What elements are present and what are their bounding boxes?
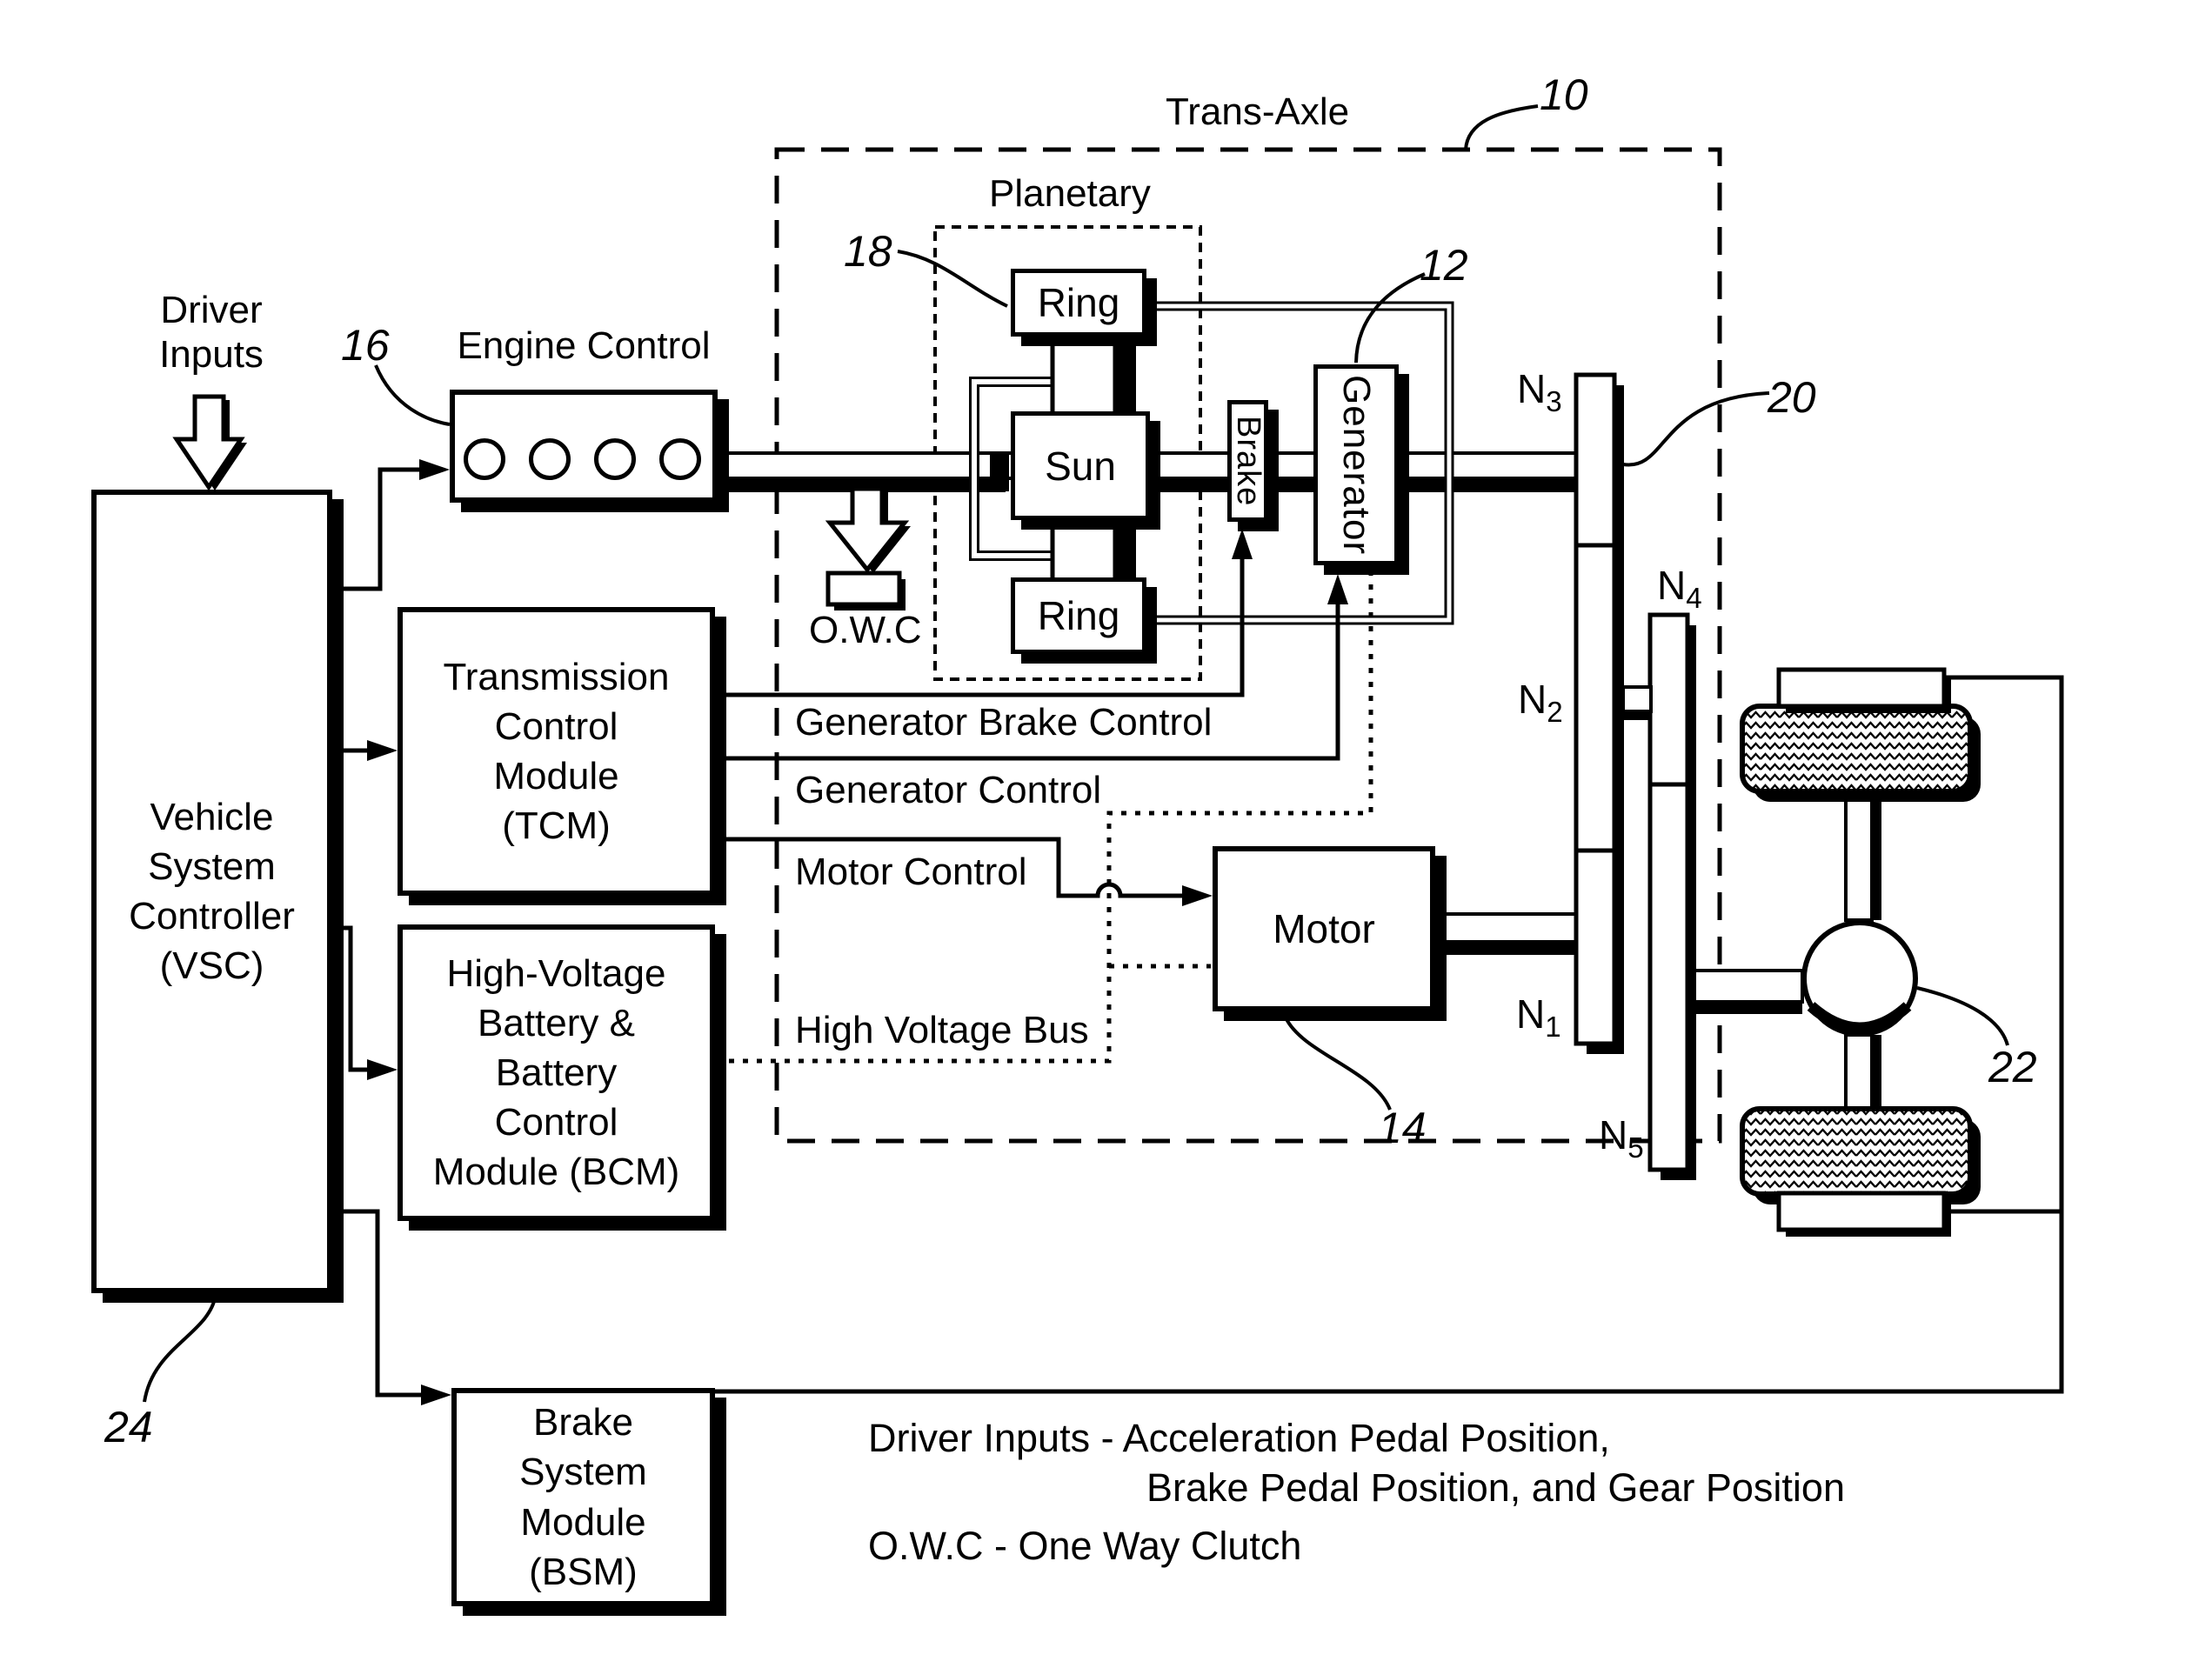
high-voltage-bus-label: High Voltage Bus (795, 1009, 1089, 1051)
engine-cylinder-icon (594, 438, 636, 480)
generator-brake-control-label: Generator Brake Control (795, 701, 1213, 744)
ref-24: 24 (104, 1403, 153, 1451)
axle-to-differential (1693, 969, 1804, 1014)
ring-gear-bottom-box: Ring (1011, 577, 1146, 654)
sun-ring-connector-bottom (1050, 514, 1136, 584)
vsc-box: Vehicle System Controller (VSC) (91, 490, 332, 1293)
ring-gear-loop-core (1146, 304, 1452, 623)
footnote-owc: O.W.C - One Way Clutch (868, 1524, 1302, 1568)
driver-inputs-line1: Driver (160, 289, 263, 331)
front-wheel (1740, 704, 1981, 802)
engine-shaft (710, 451, 1580, 492)
sun-gear-box: Sun (1011, 411, 1150, 520)
front-wheel-rim (1776, 667, 1951, 713)
arrow-into-engine (419, 459, 450, 480)
rear-wheel-rim (1776, 1191, 1951, 1237)
ref-10: 10 (1540, 70, 1588, 119)
engine-cylinder-icon (464, 438, 505, 480)
generator-box: Generator (1313, 364, 1399, 565)
generator-control-label: Generator Control (795, 769, 1102, 811)
vsc-line: Vehicle (150, 795, 274, 838)
bcm-box: High-Voltage Battery & Battery Control M… (398, 924, 715, 1221)
bcm-line: Module (BCM) (432, 1151, 680, 1194)
tcm-line: Transmission (443, 655, 670, 698)
tcm-line: Module (493, 755, 619, 797)
ref-16: 16 (341, 321, 390, 370)
planetary-label: Planetary (989, 172, 1151, 215)
driver-inputs-arrow-icon (172, 394, 247, 491)
motor-box: Motor (1213, 846, 1435, 1011)
tcm-line: (TCM) (502, 804, 611, 848)
arrow-into-generator (1327, 574, 1348, 604)
vsc-line: Controller (129, 895, 295, 937)
ref-14: 14 (1378, 1104, 1427, 1152)
bcm-line: Battery (495, 1051, 618, 1094)
bsm-line: Module (520, 1500, 646, 1544)
bsm-line: Brake (533, 1401, 633, 1444)
owc-box-shape (825, 570, 906, 610)
motor-control-line (715, 837, 1184, 898)
generator-control-line (715, 603, 1340, 761)
ref-12: 12 (1420, 241, 1468, 290)
rear-wheel (1740, 1106, 1981, 1204)
planet-carrier-bracket-core (972, 379, 1053, 558)
ref-18: 18 (844, 227, 892, 276)
gear-bar-secondary (1647, 612, 1696, 1180)
arrow-into-motor (1182, 885, 1213, 906)
brake-system-frame-line (715, 675, 2064, 1394)
trans-axle-label: Trans-Axle (1166, 90, 1350, 133)
gear-label-n1: N1 (1516, 991, 1561, 1044)
owc-arrow-icon (825, 486, 911, 574)
driver-inputs-line2: Inputs (159, 332, 264, 376)
brake-box: Brake (1227, 400, 1268, 522)
engine-control-label: Engine Control (457, 324, 711, 367)
engine-cylinder-icon (529, 438, 571, 480)
vsc-output-lines (332, 467, 423, 1398)
ref-22: 22 (1988, 1043, 2037, 1091)
tcm-line: Control (494, 704, 618, 748)
wheel-half-shafts (1844, 788, 1881, 1112)
ring-sun-connector-top (1050, 330, 1136, 417)
high-voltage-bus-line (715, 571, 1373, 1064)
bsm-line: (BSM) (529, 1550, 638, 1593)
arrow-into-brake (1232, 529, 1253, 559)
bsm-box: Brake System Module (BSM) (451, 1388, 715, 1606)
gear-label-n2: N2 (1518, 677, 1563, 730)
gear-bar-primary (1574, 372, 1624, 1054)
generator-brake-control-line (715, 557, 1245, 697)
gear-label-n3: N3 (1517, 366, 1562, 419)
ref-20: 20 (1768, 373, 1816, 422)
bsm-line: System (519, 1451, 647, 1494)
gear-label-n5: N5 (1599, 1112, 1644, 1165)
arrow-into-tcm (367, 740, 398, 761)
motor-control-label: Motor Control (795, 851, 1027, 893)
engine-cylinder-icon (659, 438, 701, 480)
engine-box (450, 390, 718, 503)
bcm-line: Control (494, 1101, 618, 1144)
footnote-driver-inputs-line2: Brake Pedal Position, and Gear Position (1146, 1465, 1845, 1510)
leader-curves (143, 104, 2009, 1403)
bcm-line: Battery & (478, 1001, 635, 1044)
motor-shaft (1442, 912, 1580, 955)
differential-circle (1801, 920, 1918, 1037)
vsc-line: System (148, 844, 276, 888)
tcm-box: Transmission Control Module (TCM) (398, 607, 715, 896)
vsc-line: (VSC) (159, 944, 264, 988)
gear-label-n4: N4 (1657, 563, 1702, 616)
owc-label: O.W.C (809, 609, 922, 651)
driver-inputs-label: Driver Inputs (129, 289, 294, 377)
arrow-into-bsm (421, 1384, 451, 1405)
footnote-driver-inputs-line1: Driver Inputs - Acceleration Pedal Posit… (868, 1416, 1610, 1460)
trans-axle-dashed-box (774, 147, 1722, 1144)
bcm-line: High-Voltage (446, 951, 666, 995)
ring-gear-top-box: Ring (1011, 269, 1146, 337)
gear-bar-coupler (1621, 685, 1653, 720)
arrow-into-bcm (367, 1059, 398, 1080)
